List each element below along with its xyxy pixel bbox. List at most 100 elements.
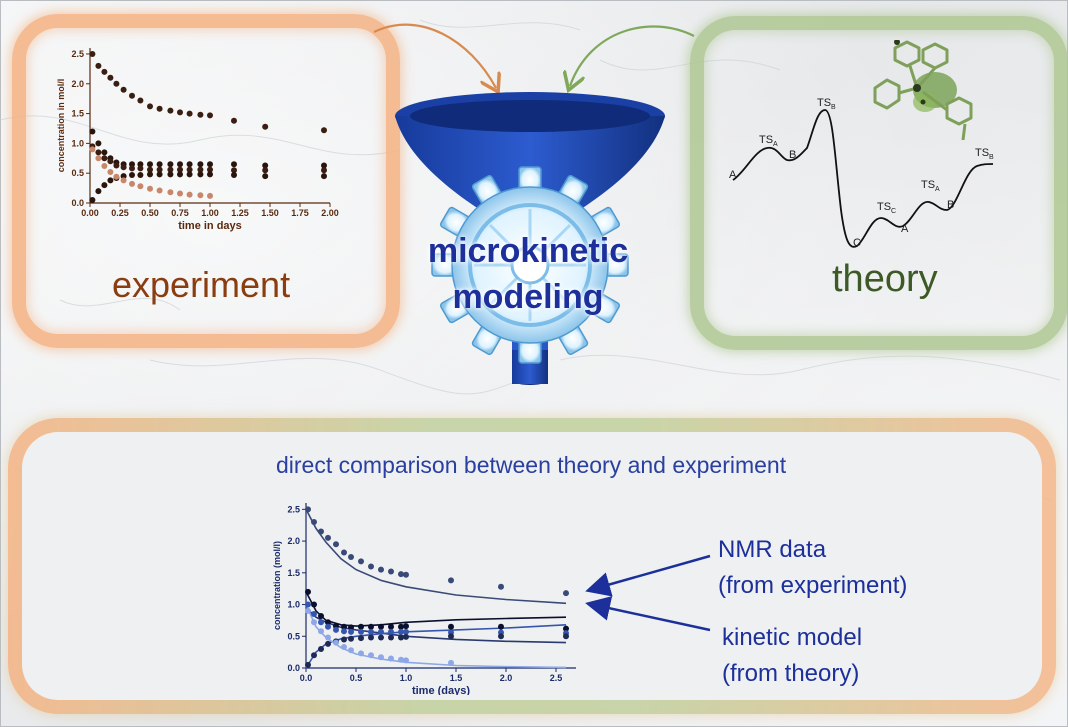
data-point xyxy=(358,650,364,657)
data-point xyxy=(156,105,163,112)
y-tick-label: 2.5 xyxy=(71,49,84,59)
x-tick-label: 0.75 xyxy=(171,208,189,218)
theory-frame xyxy=(690,16,1068,350)
data-point xyxy=(448,623,454,630)
data-point xyxy=(231,167,237,174)
state-subscript: A xyxy=(773,141,778,148)
data-point xyxy=(262,162,269,169)
data-point xyxy=(358,558,364,565)
state-label: B xyxy=(789,149,796,161)
data-point xyxy=(378,566,384,573)
data-point xyxy=(177,166,183,173)
data-point xyxy=(341,549,347,556)
data-point xyxy=(498,583,504,590)
nmr-line-2: (from experiment) xyxy=(718,572,908,599)
y-tick-label: 1.5 xyxy=(71,109,84,119)
data-point xyxy=(388,623,394,630)
data-point xyxy=(147,161,153,168)
data-point xyxy=(321,127,327,134)
micro-line-1: microkinetic xyxy=(427,232,629,270)
model-curve xyxy=(305,604,567,669)
data-point xyxy=(398,571,404,578)
x-tick-label: 0.50 xyxy=(141,208,159,218)
data-point xyxy=(358,635,364,642)
model-curve xyxy=(305,591,567,627)
state-label: TS xyxy=(975,147,989,159)
funnel-gear-graphic xyxy=(395,92,665,385)
data-point xyxy=(388,628,394,635)
x-tick-label: 2.0 xyxy=(500,673,513,683)
data-point xyxy=(378,654,384,661)
data-point xyxy=(311,601,317,608)
data-point xyxy=(177,190,183,197)
x-tick-label: 1.00 xyxy=(201,208,219,218)
data-point xyxy=(177,109,183,116)
data-point xyxy=(325,619,331,626)
data-point xyxy=(147,166,153,173)
data-point xyxy=(368,628,374,635)
data-point xyxy=(186,166,193,173)
microkinetic-modeling-label: microkinetic modeling xyxy=(418,228,638,320)
data-point xyxy=(318,619,324,626)
data-point xyxy=(197,166,204,173)
data-point xyxy=(197,111,204,118)
data-point xyxy=(156,171,163,178)
data-point xyxy=(398,656,404,663)
data-point xyxy=(318,628,324,635)
nmr-data-label: NMR data (from experiment) xyxy=(718,532,907,604)
data-point xyxy=(388,634,394,641)
data-point xyxy=(156,166,163,173)
data-point xyxy=(378,628,384,635)
data-point xyxy=(325,634,331,641)
data-point xyxy=(207,171,213,178)
data-point xyxy=(107,169,114,175)
model-arrow-icon xyxy=(585,596,711,632)
state-label: TS xyxy=(817,97,831,109)
experiment-label: experiment xyxy=(112,264,291,305)
data-point xyxy=(95,140,102,147)
data-point xyxy=(137,183,144,190)
data-point xyxy=(325,534,331,541)
data-point xyxy=(156,187,163,194)
state-label: A xyxy=(901,223,909,235)
data-point xyxy=(186,161,193,168)
data-point xyxy=(156,161,163,168)
data-point xyxy=(388,568,394,575)
data-point xyxy=(129,92,135,99)
data-point xyxy=(358,628,364,635)
kin-line-2: (from theory) xyxy=(722,660,860,687)
data-point xyxy=(177,171,183,178)
x-tick-label: 1.50 xyxy=(261,208,279,218)
data-point xyxy=(448,659,454,666)
data-point xyxy=(398,623,404,630)
data-point xyxy=(95,62,102,69)
data-point xyxy=(305,601,311,608)
data-point xyxy=(368,634,374,641)
data-point xyxy=(305,607,311,614)
data-point xyxy=(231,117,237,124)
data-point xyxy=(403,657,409,664)
data-point xyxy=(311,652,317,659)
energy-profile-curve xyxy=(732,109,994,248)
data-point xyxy=(186,110,193,117)
data-point xyxy=(333,639,339,646)
y-tick-label: 1.5 xyxy=(287,568,300,578)
data-point xyxy=(368,623,374,630)
data-point xyxy=(129,165,135,172)
data-point xyxy=(262,173,269,180)
data-point xyxy=(197,161,204,168)
data-point xyxy=(403,633,409,640)
data-point xyxy=(120,173,127,180)
x-tick-label: 0.25 xyxy=(111,208,129,218)
data-point xyxy=(231,161,237,168)
data-point xyxy=(398,628,404,635)
data-point xyxy=(563,590,569,597)
data-point xyxy=(563,625,569,632)
y-tick-label: 2.0 xyxy=(71,79,84,89)
data-point xyxy=(378,623,384,630)
data-point xyxy=(101,68,108,75)
comparison-chart-points xyxy=(305,506,569,668)
state-label: C xyxy=(853,237,861,249)
